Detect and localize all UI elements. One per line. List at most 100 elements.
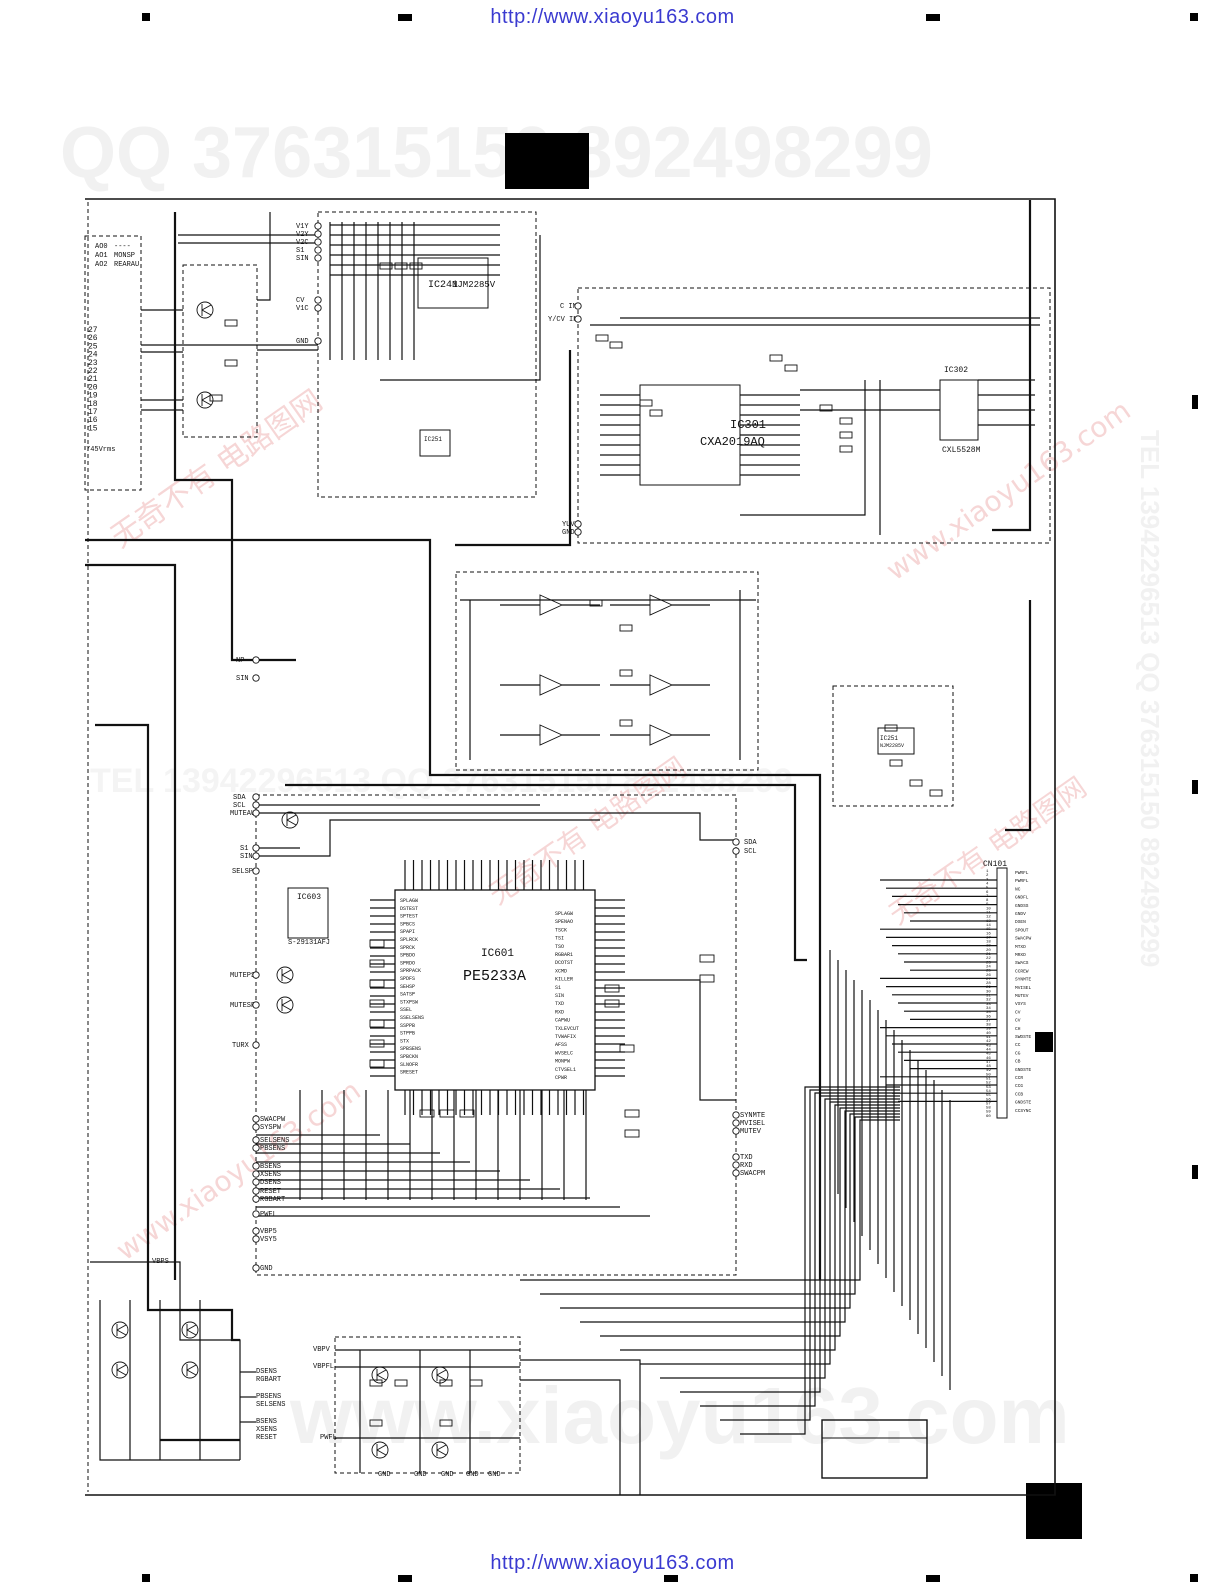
wire [186,1369,197,1376]
left-pin-number: 17 [88,408,98,417]
cn101-label: SWDSTE [1015,1034,1032,1040]
transistor [276,966,294,984]
net-label: V1Y [296,223,309,231]
net-label: MVISEL [740,1120,765,1128]
cn101-pin: 4 [986,882,989,886]
net-label: MUTEAU [230,810,255,818]
cn101-pin: 45 [986,1053,991,1057]
transistor [181,1321,199,1339]
ic601-part: PE5233A [463,968,526,985]
ic601-pin-right: SPENAO [555,919,573,925]
net-label: VBP5 [260,1228,277,1236]
wire [580,1110,900,1323]
component [609,341,623,349]
ic301-ref: IC301 [730,418,766,432]
net-label: SWACPW [260,1116,286,1124]
cn101-pin: 3 [986,878,989,882]
component [595,334,609,342]
component [409,262,423,270]
cn101-pin: 48 [986,1065,991,1069]
net-label: SIN [296,255,309,263]
net-label: Y/CV IN [548,316,577,324]
cn101-label: DSEN [1015,919,1026,925]
cn101-pin: 18 [986,941,991,945]
terminal [252,1227,260,1235]
wire [520,1379,621,1495]
terminal [252,1144,260,1152]
net-label: VSY5 [260,1236,277,1244]
terminal [574,315,582,323]
opamp [539,594,564,616]
registration-mark [398,1575,412,1582]
wire [285,783,807,962]
cn101-pin: 28 [986,982,991,986]
table-cell: ---- [114,243,131,251]
terminal [252,793,260,801]
terminal [732,1119,740,1127]
wire [116,1329,127,1336]
wire [600,1107,900,1337]
cn101-pin: 12 [986,916,991,920]
net-label: MUTEPS [230,972,255,980]
cn101-pin: 27 [986,978,991,982]
ic601-pin-left: SLNOFR [400,1062,418,1068]
ic601-body [394,889,596,1091]
terminal [252,1178,260,1186]
net-label: CV [296,297,305,305]
cn101-pin: 32 [986,999,991,1003]
ic251-ref-2: IC251 [880,735,898,742]
net-label: XSENS [256,1426,277,1434]
cn101-pin: 33 [986,1003,991,1007]
cn101-pin: 49 [986,1069,991,1073]
transistor [181,1361,199,1379]
cn101-pin: 13 [986,920,991,924]
net-label: SWACPM [740,1170,765,1178]
net-label: S1 [240,845,248,853]
net-label: GND [488,1471,501,1479]
component [619,1044,635,1053]
ic601-pin-right: MONPW [555,1059,570,1065]
ic601-pin-right: TSI [555,936,564,942]
transistor [371,1441,389,1459]
ic241-part: NJM2285V [452,280,496,290]
transistor [281,811,299,829]
cn101-pin: 5 [986,887,989,891]
ic601-pin-right: CTVSEL1 [555,1067,576,1073]
component [469,1379,483,1387]
left-pin-number: 21 [88,375,98,384]
component [649,409,663,417]
transistor [276,996,294,1014]
ic603-body [287,887,329,939]
registration-mark [142,13,150,21]
sheet-index-tab [1035,1032,1053,1052]
cn101-pin: 42 [986,1040,991,1044]
ic601-pin-right: TSO [555,944,564,950]
ic601-pin-left: SEHSP [400,984,415,990]
sheet-index-tab [1026,1483,1082,1539]
net-label: YUV [562,521,575,529]
wire [85,563,177,1280]
component [884,724,898,732]
footer-url[interactable]: http://www.xiaoyu163.com [490,1552,735,1574]
cn101-label: SWACPW [1015,936,1032,942]
left-pin-number: 25 [88,342,98,351]
wire [186,1364,197,1371]
component [379,262,393,270]
terminal [252,809,260,817]
net-label: RESET [260,1188,281,1196]
ic302-body [939,379,979,441]
ic601-pin-right: CPWR [555,1075,567,1081]
net-label: VBPV [313,1346,331,1354]
header-url[interactable]: http://www.xiaoyu163.com [490,6,735,28]
registration-mark [1192,780,1198,794]
cn101-pin: 54 [986,1090,991,1094]
component [369,1059,385,1068]
table-cell: REARAU [114,261,139,269]
component [439,1109,455,1118]
ic601-pin-right: RGBAR1 [555,952,573,958]
registration-mark [926,14,940,21]
terminal [574,302,582,310]
ic601-pin-left: SPTEST [400,914,418,920]
terminal [252,1264,260,1272]
transistor [431,1441,449,1459]
